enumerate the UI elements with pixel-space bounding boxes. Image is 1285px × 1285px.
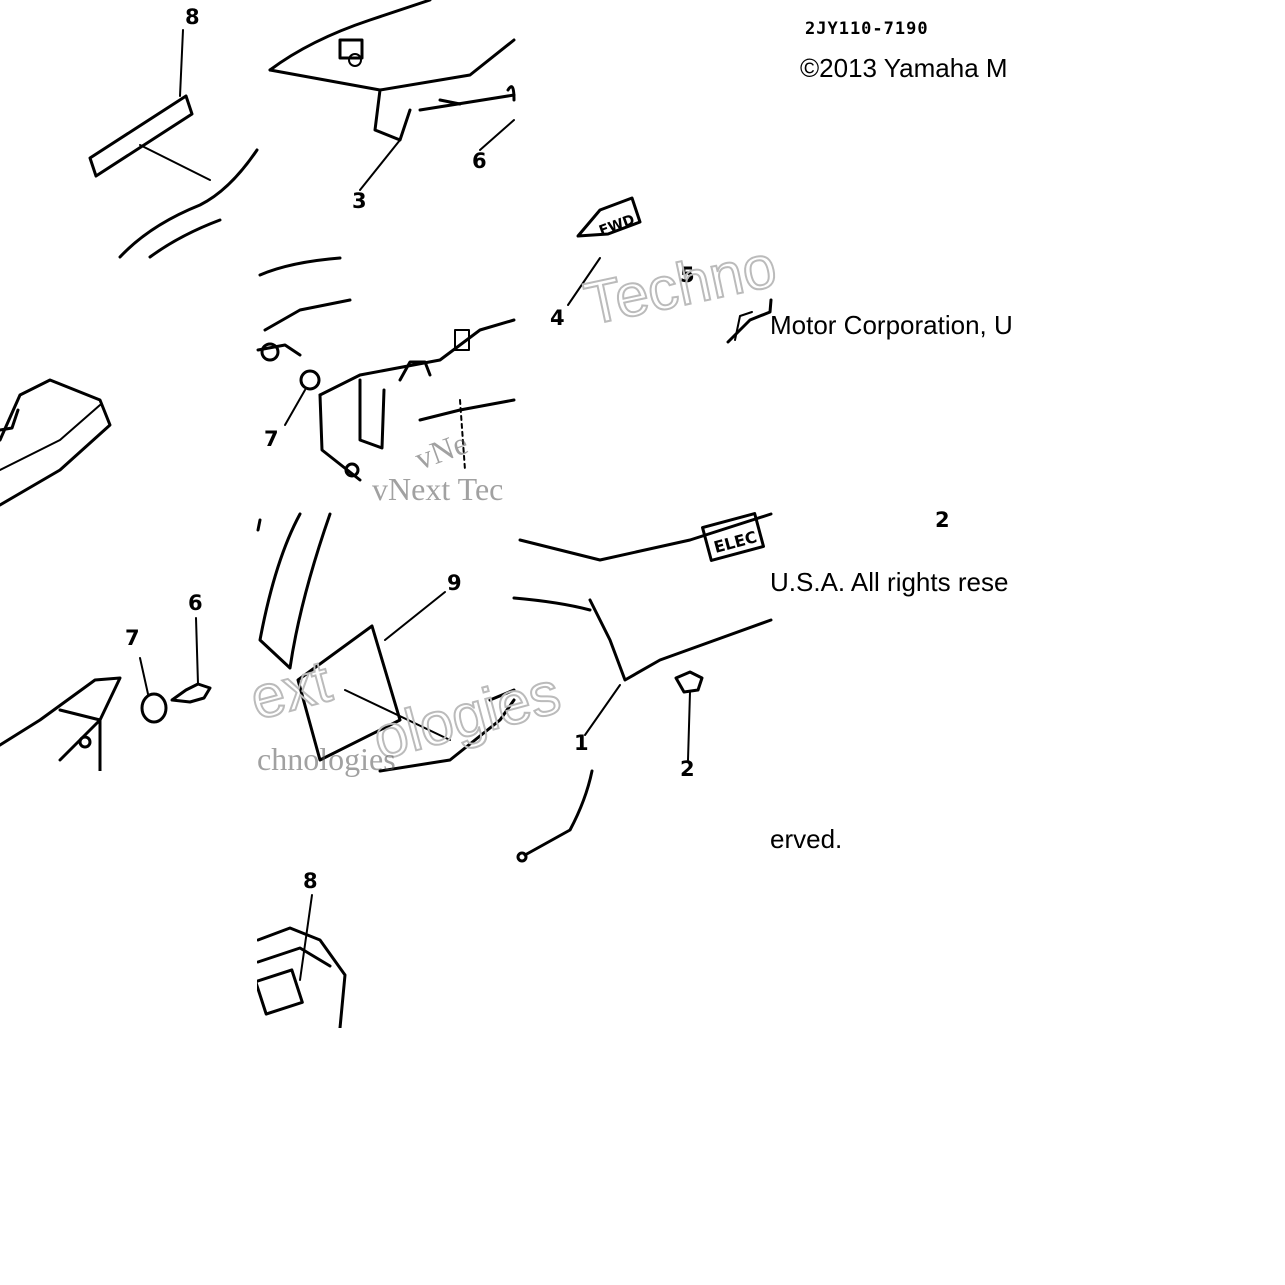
tile-row4-second: 8 — [254, 869, 347, 1030]
emblem-decal-part-8 — [88, 29, 259, 259]
callout-5: 5 — [680, 263, 695, 287]
copyright-line-3: U.S.A. All rights rese — [770, 567, 1008, 597]
callout-4: 4 — [550, 306, 565, 330]
side-cover-bracket-part-3 — [268, 0, 516, 191]
callout-2-top: 2 — [935, 508, 950, 532]
watermark: Techno vNext Tec vNe ext ologies chnolog… — [242, 231, 783, 777]
callout-6-top: 6 — [472, 149, 487, 173]
wire-lead — [523, 769, 594, 857]
callout-1: 1 — [574, 731, 589, 755]
tile-row2-left — [0, 378, 112, 507]
copyright-line-2: Motor Corporation, U — [770, 310, 1013, 340]
watermark-text-4: ologies — [366, 659, 567, 773]
copyright-line-4: erved. — [770, 824, 842, 854]
battery-box-part — [256, 256, 516, 482]
copyright-line-1: ©2013 Yamaha M — [800, 53, 1008, 83]
tile-row4-third — [516, 769, 594, 863]
tile-row3-left: 7 6 — [0, 591, 212, 773]
callout-2-low: 2 — [680, 757, 695, 781]
tile-row4-fourth: erved. — [770, 824, 842, 854]
callout-8-top: 8 — [185, 5, 200, 29]
tile-top-left: 8 — [88, 5, 259, 259]
callout-9: 9 — [447, 571, 462, 595]
tile-top-second: 3 6 — [268, 0, 516, 213]
callout-6-low: 6 — [188, 591, 203, 615]
callout-7-mid: 7 — [264, 427, 279, 451]
watermark-text-3: ext — [243, 647, 338, 733]
emblem-part-8-lower — [254, 894, 347, 1030]
part-code: 2JY110-7190 — [805, 19, 929, 39]
callout-7-low: 7 — [125, 626, 140, 650]
bolt-part-6 — [170, 617, 212, 704]
side-cover-part — [256, 512, 516, 773]
tile-row3-third: ELEC 1 2 — [512, 512, 773, 781]
tile-top-fourth: 2JY110-7190 ©2013 Yamaha M — [800, 19, 1008, 83]
nut-part-7 — [139, 657, 168, 724]
clip-part-5 — [726, 298, 773, 344]
tile-row2-fourth: Motor Corporation, U — [770, 310, 1013, 340]
watermark-text-1: Techno — [579, 232, 782, 338]
watermark-text-5: chnologies — [257, 741, 396, 777]
callout-8-low: 8 — [303, 869, 318, 893]
tile-row3-second: 9 — [256, 512, 516, 773]
screw-part-2 — [674, 670, 704, 761]
watermark-text-2: vNext Tec — [372, 471, 503, 507]
caution-label-part-9 — [296, 591, 451, 762]
callout-3: 3 — [352, 189, 367, 213]
tile-row3-fourth: 2 U.S.A. All rights rese — [770, 508, 1008, 597]
tile-row2-second: 7 — [256, 256, 516, 482]
tile-row2-third: FWD 4 5 — [550, 196, 773, 344]
fwd-label: FWD — [597, 212, 637, 240]
